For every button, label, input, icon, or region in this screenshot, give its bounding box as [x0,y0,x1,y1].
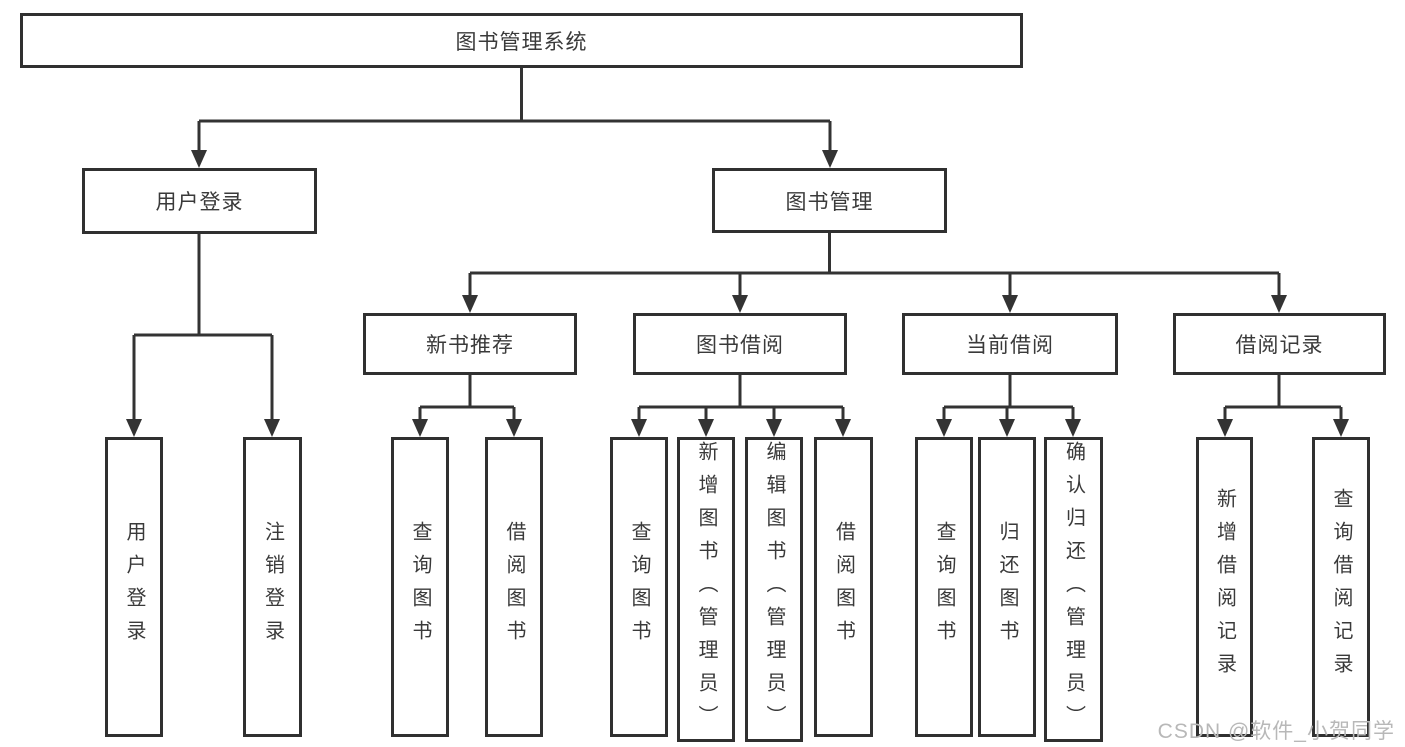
leaf-query-books-current: 查询图书 [915,437,973,737]
leaf-add-borrow-record: 新增借阅记录 [1196,437,1253,737]
connector-borrowrecord-to-leaves [1217,374,1349,437]
leaf-borrow-books-recommend-label: 借阅图书 [503,521,525,653]
leaf-query-books-current-label: 查询图书 [933,521,955,653]
connector-root-to-level2 [191,66,838,168]
node-user-login-label: 用户登录 [155,191,244,214]
node-book-borrowing: 图书借阅 [633,313,847,375]
connector-bookmgmt-to-level3 [462,231,1287,313]
leaf-add-borrow-record-label: 新增借阅记录 [1213,488,1236,686]
leaf-confirm-return-admin-label: 确认归还（管理员） [1062,441,1085,738]
node-user-login: 用户登录 [82,168,317,234]
leaf-query-books-borrowing: 查询图书 [610,437,668,737]
connector-bookborrow-to-leaves [631,374,851,437]
node-current-borrowing: 当前借阅 [902,313,1118,375]
leaf-user-login-label: 用户登录 [123,521,145,653]
leaf-borrow-books-borrowing-label: 借阅图书 [832,521,855,653]
node-root: 图书管理系统 [20,13,1023,68]
connector-currentborrow-to-leaves [936,374,1081,437]
leaf-logout: 注销登录 [243,437,302,737]
leaf-borrow-books-recommend: 借阅图书 [485,437,543,737]
csdn-watermark: CSDN @软件_小贺同学 [1157,720,1395,743]
leaf-query-borrow-record-label: 查询借阅记录 [1330,488,1352,686]
node-root-label: 图书管理系统 [455,30,588,54]
leaf-borrow-books-borrowing: 借阅图书 [814,437,873,737]
node-new-book-recommend: 新书推荐 [363,313,577,375]
leaf-edit-book-admin: 编辑图书（管理员） [745,437,803,742]
node-book-borrowing-label: 图书借阅 [696,334,784,357]
node-borrowing-records-label: 借阅记录 [1235,334,1324,357]
leaf-user-login: 用户登录 [105,437,163,737]
connector-userlogin-to-leaves [126,232,280,437]
node-current-borrowing-label: 当前借阅 [966,334,1054,357]
leaf-return-book: 归还图书 [978,437,1036,737]
leaf-edit-book-admin-label: 编辑图书（管理员） [763,441,785,738]
node-borrowing-records: 借阅记录 [1173,313,1386,375]
leaf-return-book-label: 归还图书 [996,521,1018,653]
leaf-query-books-recommend-label: 查询图书 [409,521,431,653]
connector-newbook-to-leaves [412,374,522,437]
node-book-management-label: 图书管理 [785,190,874,214]
leaf-query-books-borrowing-label: 查询图书 [628,521,650,653]
leaf-query-borrow-record: 查询借阅记录 [1312,437,1370,737]
node-new-book-recommend-label: 新书推荐 [426,334,514,357]
leaf-add-book-admin-label: 新增图书（管理员） [695,441,717,738]
leaf-confirm-return-admin: 确认归还（管理员） [1044,437,1103,742]
leaf-logout-label: 注销登录 [261,521,284,653]
leaf-query-books-recommend: 查询图书 [391,437,449,737]
leaf-add-book-admin: 新增图书（管理员） [677,437,735,742]
node-book-management: 图书管理 [712,168,947,233]
